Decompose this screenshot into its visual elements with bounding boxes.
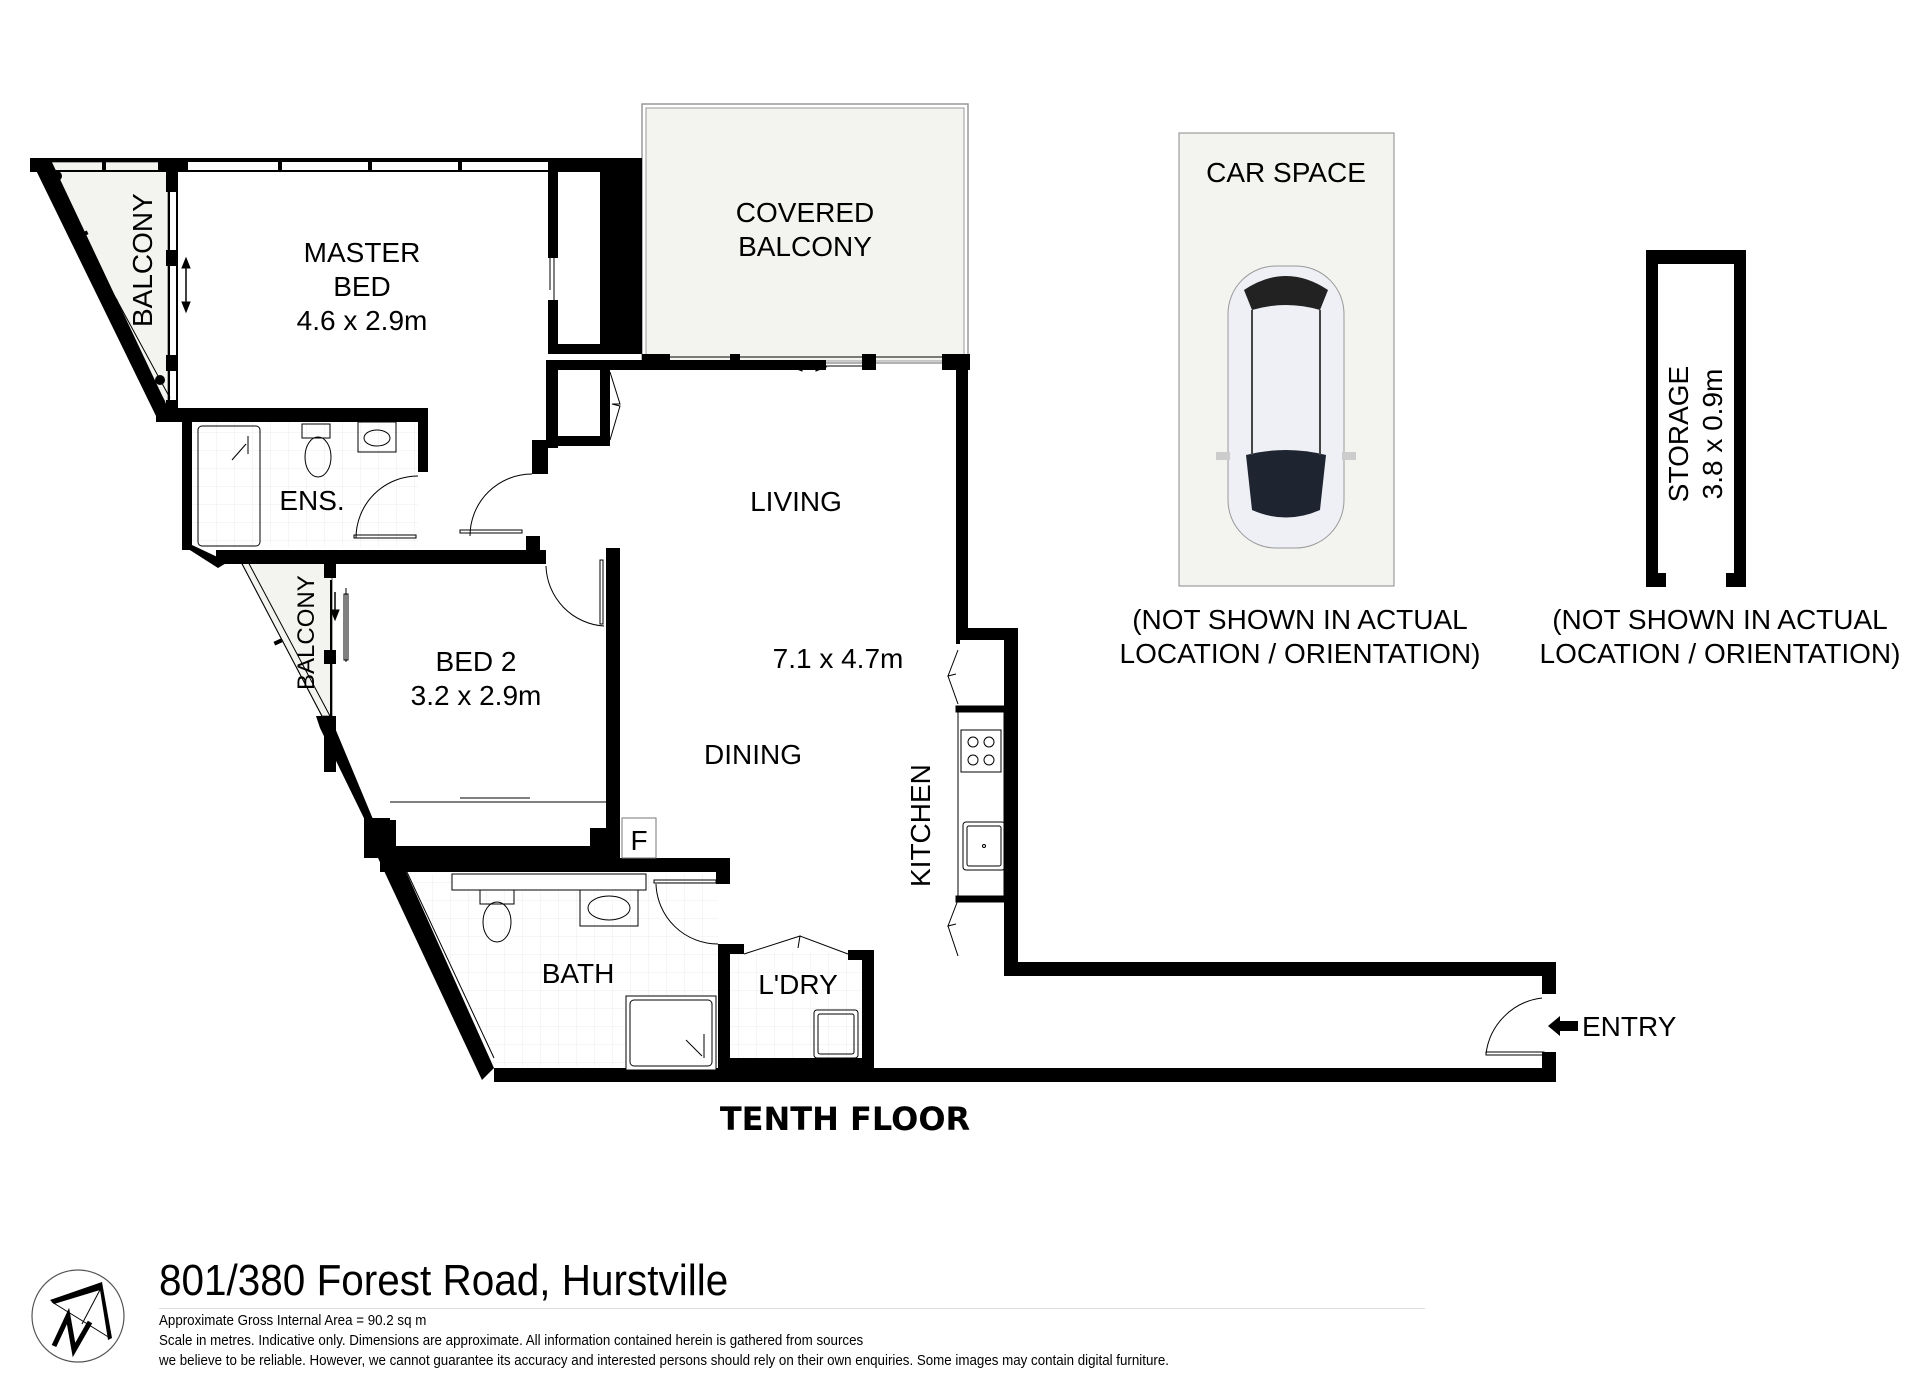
bed2-label: BED 2 3.2 x 2.9m — [410, 646, 542, 711]
disclaimer-line-2: we believe to be reliable. However, we c… — [159, 1353, 1169, 1369]
entry-label: ENTRY — [1582, 1011, 1677, 1042]
ensuite-floor — [190, 420, 418, 548]
window-mullions — [52, 171, 461, 1010]
ensuite-basin — [357, 421, 397, 453]
master-door — [469, 473, 533, 537]
laundry-label: L'DRY — [758, 969, 838, 1000]
ensuite-shower — [197, 425, 261, 547]
living-size: 7.1 x 4.7m — [772, 643, 904, 674]
kitchen-label: KITCHEN — [905, 764, 936, 887]
bath-fixtures — [451, 873, 859, 1071]
bed2-balcony-label: BALCONY — [293, 575, 320, 690]
sliding-door-arrows — [181, 256, 828, 622]
walls — [30, 158, 1556, 1082]
fridge-label: F — [630, 825, 648, 856]
floor-title: TENTH FLOOR — [719, 1100, 971, 1138]
ensuite-door — [355, 475, 419, 539]
north-arrow-icon — [31, 1269, 125, 1363]
living-label: LIVING — [750, 486, 842, 517]
car-space — [1178, 132, 1395, 587]
dining-label: DINING — [704, 739, 802, 770]
bath-door — [655, 883, 719, 945]
entry-door — [1485, 997, 1543, 1055]
laundry-floor — [728, 952, 862, 1060]
cooktop — [960, 729, 1002, 773]
master-bed-label: MASTER BED 4.6 x 2.9m — [296, 237, 428, 336]
laundry-tub — [813, 1009, 859, 1059]
bed2-wardrobe — [390, 797, 606, 803]
ensuite-label: ENS. — [279, 485, 345, 516]
kitchen-sink — [962, 821, 1006, 871]
kitchen-bench — [955, 705, 1006, 903]
master-wardrobe — [343, 172, 555, 662]
windows — [37, 165, 942, 1061]
gross-area: Approximate Gross Internal Area = 90.2 s… — [159, 1313, 427, 1329]
fridge-space — [621, 817, 657, 859]
footer-divider — [159, 1308, 1425, 1309]
covered-balcony — [641, 103, 969, 364]
master-balcony-label: BALCONY — [127, 193, 158, 327]
storage-note: (NOT SHOWN IN ACTUAL LOCATION / ORIENTAT… — [1539, 604, 1901, 669]
disclaimer-line-1: Scale in metres. Indicative only. Dimens… — [159, 1333, 864, 1349]
car-space-label: CAR SPACE — [1206, 157, 1366, 188]
property-address: 801/380 Forest Road, Hurstville — [159, 1256, 729, 1305]
bed2-door — [545, 565, 605, 627]
storage-label: STORAGE 3.8 x 0.9m — [1663, 365, 1728, 503]
bath-toilet-cistern — [479, 889, 515, 905]
bath-shower — [625, 995, 717, 1071]
bath-label: BATH — [541, 958, 615, 989]
doors — [353, 371, 1545, 1056]
entry-arrow-icon — [1548, 1016, 1578, 1036]
ensuite-toilet-cistern — [301, 423, 331, 439]
covered-balcony-label: COVERED BALCONY — [735, 197, 875, 262]
car-space-note: (NOT SHOWN IN ACTUAL LOCATION / ORIENTAT… — [1119, 604, 1481, 669]
bath-basin — [579, 889, 639, 927]
storage-outline — [1646, 250, 1746, 587]
car-icon — [1216, 265, 1356, 549]
ensuite-fixtures — [197, 421, 397, 547]
